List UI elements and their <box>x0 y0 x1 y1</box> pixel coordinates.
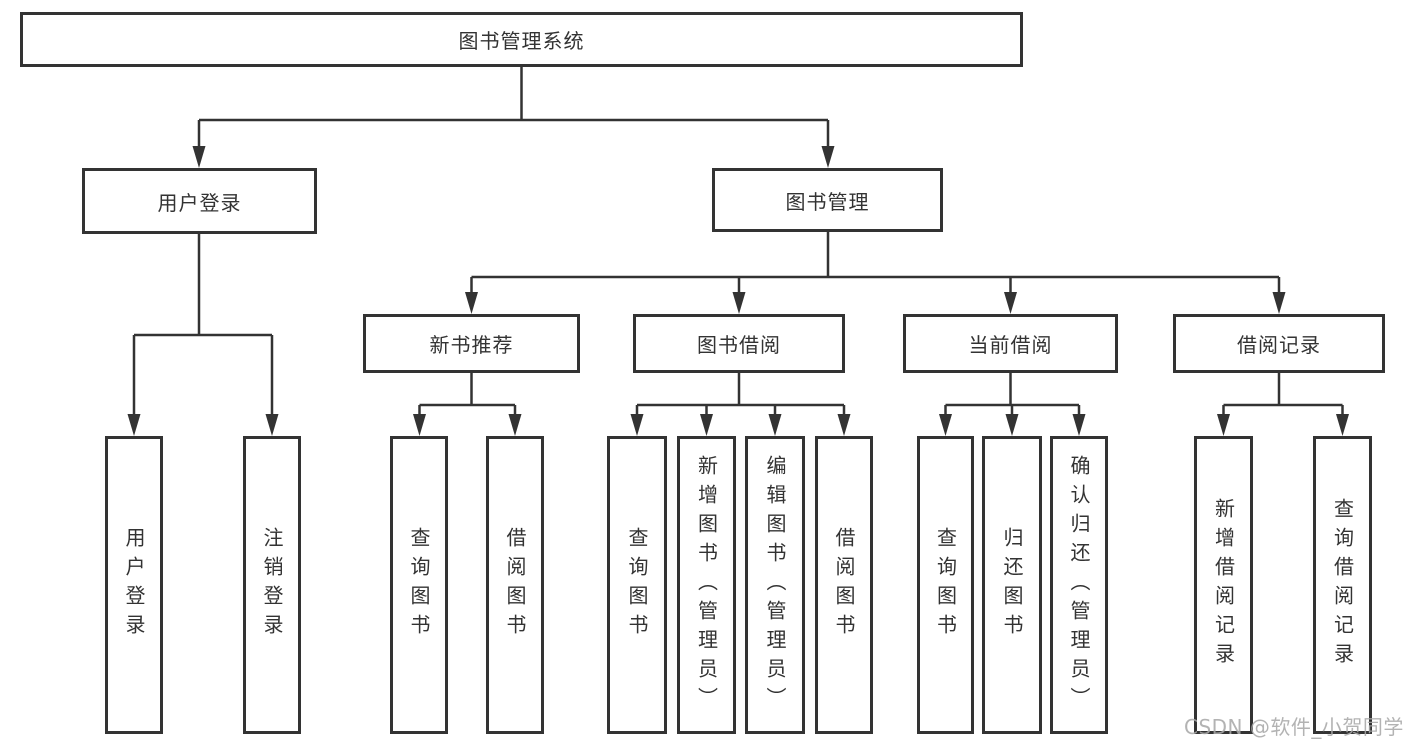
node-query-borrow-record-label: 查询借阅记录 <box>1330 498 1355 672</box>
node-add-borrow-record: 新增借阅记录 <box>1194 436 1253 734</box>
connector-book-mgmt-children <box>465 232 1286 314</box>
connector-borrow-record-children <box>1217 373 1349 436</box>
node-query-books-borrow: 查询图书 <box>607 436 667 734</box>
arrowhead <box>1072 414 1086 436</box>
node-return-books-label: 归还图书 <box>1000 527 1024 643</box>
arrowhead <box>700 414 713 436</box>
arrowhead <box>1217 414 1230 436</box>
connector-current-borrow-children <box>939 373 1086 436</box>
arrowhead <box>508 414 522 436</box>
node-logout-leaf-label: 注销登录 <box>260 527 284 643</box>
arrowhead <box>732 292 746 314</box>
node-book-borrow-label: 图书借阅 <box>697 333 781 357</box>
node-add-borrow-record-label: 新增借阅记录 <box>1211 498 1236 672</box>
node-query-books-current-label: 查询图书 <box>933 527 958 643</box>
node-borrow-records: 借阅记录 <box>1173 314 1385 373</box>
arrowhead <box>821 146 835 168</box>
node-confirm-return-admin-label: 确认归还（管理员） <box>1067 454 1091 716</box>
arrowhead <box>265 414 279 436</box>
arrowhead <box>465 292 478 314</box>
node-new-book-recommend-label: 新书推荐 <box>429 333 514 357</box>
node-root-label: 图书管理系统 <box>458 29 585 53</box>
node-edit-books-admin-label: 编辑图书（管理员） <box>763 454 787 716</box>
node-borrow-books-leaf: 借阅图书 <box>815 436 873 734</box>
node-query-books-recommend: 查询图书 <box>390 436 448 734</box>
connector-new-book-children <box>413 373 522 436</box>
arrowhead <box>1005 414 1019 436</box>
node-borrow-records-label: 借阅记录 <box>1237 333 1321 357</box>
node-confirm-return-admin: 确认归还（管理员） <box>1050 436 1108 734</box>
node-query-borrow-record: 查询借阅记录 <box>1313 436 1372 734</box>
arrowhead <box>1272 292 1286 314</box>
node-logout-leaf: 注销登录 <box>243 436 301 734</box>
node-borrow-books-recommend-label: 借阅图书 <box>503 527 527 643</box>
node-current-borrow-label: 当前借阅 <box>968 333 1053 357</box>
node-add-books-admin: 新增图书（管理员） <box>677 436 736 734</box>
node-edit-books-admin: 编辑图书（管理员） <box>745 436 805 734</box>
arrowhead <box>192 146 206 168</box>
node-borrow-books-recommend: 借阅图书 <box>486 436 544 734</box>
node-new-book-recommend: 新书推荐 <box>363 314 580 373</box>
node-book-mgmt: 图书管理 <box>712 168 943 232</box>
node-user-login-leaf: 用户登录 <box>105 436 163 734</box>
node-query-books-borrow-label: 查询图书 <box>625 527 649 643</box>
node-borrow-books-leaf-label: 借阅图书 <box>832 527 856 643</box>
connector-book-borrow-children <box>630 373 851 436</box>
arrowhead <box>1004 292 1017 314</box>
node-return-books: 归还图书 <box>982 436 1042 734</box>
node-user-login-label: 用户登录 <box>157 190 242 215</box>
arrowhead <box>1336 414 1349 436</box>
arrowhead <box>127 414 141 436</box>
node-book-borrow: 图书借阅 <box>633 314 845 373</box>
node-user-login-leaf-label: 用户登录 <box>122 527 146 643</box>
node-book-mgmt-label: 图书管理 <box>785 189 870 214</box>
node-query-books-recommend-label: 查询图书 <box>407 527 431 643</box>
arrowhead <box>413 414 426 436</box>
arrowhead <box>837 414 851 436</box>
connector-root-to-level2 <box>192 67 835 168</box>
node-add-books-admin-label: 新增图书（管理员） <box>694 454 719 716</box>
node-user-login: 用户登录 <box>82 168 317 234</box>
connector-user-login-children <box>127 234 279 436</box>
arrowhead <box>768 414 782 436</box>
arrowhead <box>939 414 952 436</box>
node-query-books-current: 查询图书 <box>917 436 974 734</box>
node-root: 图书管理系统 <box>20 12 1023 67</box>
watermark: CSDN @软件_小贺同学 <box>1184 715 1404 739</box>
node-current-borrow: 当前借阅 <box>903 314 1118 373</box>
arrowhead <box>630 414 644 436</box>
